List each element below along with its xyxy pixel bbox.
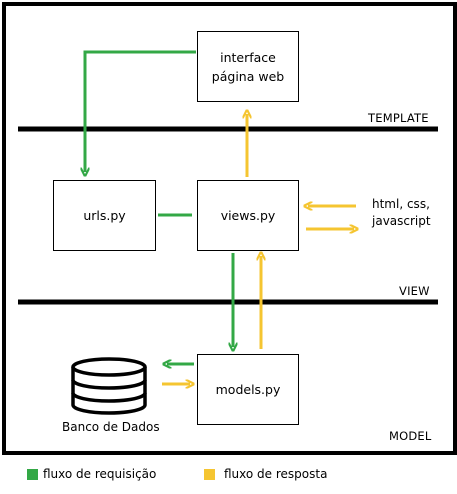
- view-layer-label: VIEW: [399, 284, 430, 298]
- models-box: models.py: [197, 354, 299, 425]
- static-assets-label: html, css, javascript: [372, 197, 431, 228]
- request-legend-swatch: [27, 469, 38, 480]
- urls-box: urls.py: [53, 180, 156, 251]
- request-legend-label: fluxo de requisição: [43, 467, 157, 481]
- interface-box: interface página web: [197, 31, 299, 102]
- model-layer-label: MODEL: [389, 429, 432, 443]
- request-arrow-interface-to-urls: [85, 50, 196, 172]
- response-legend-label: fluxo de resposta: [224, 467, 328, 481]
- diagram-frame: [2, 2, 457, 455]
- database-label: Banco de Dados: [62, 420, 160, 434]
- template-layer-label: TEMPLATE: [368, 111, 429, 125]
- database-icon: [71, 357, 147, 415]
- views-box: views.py: [197, 180, 299, 251]
- response-legend-swatch: [204, 469, 215, 480]
